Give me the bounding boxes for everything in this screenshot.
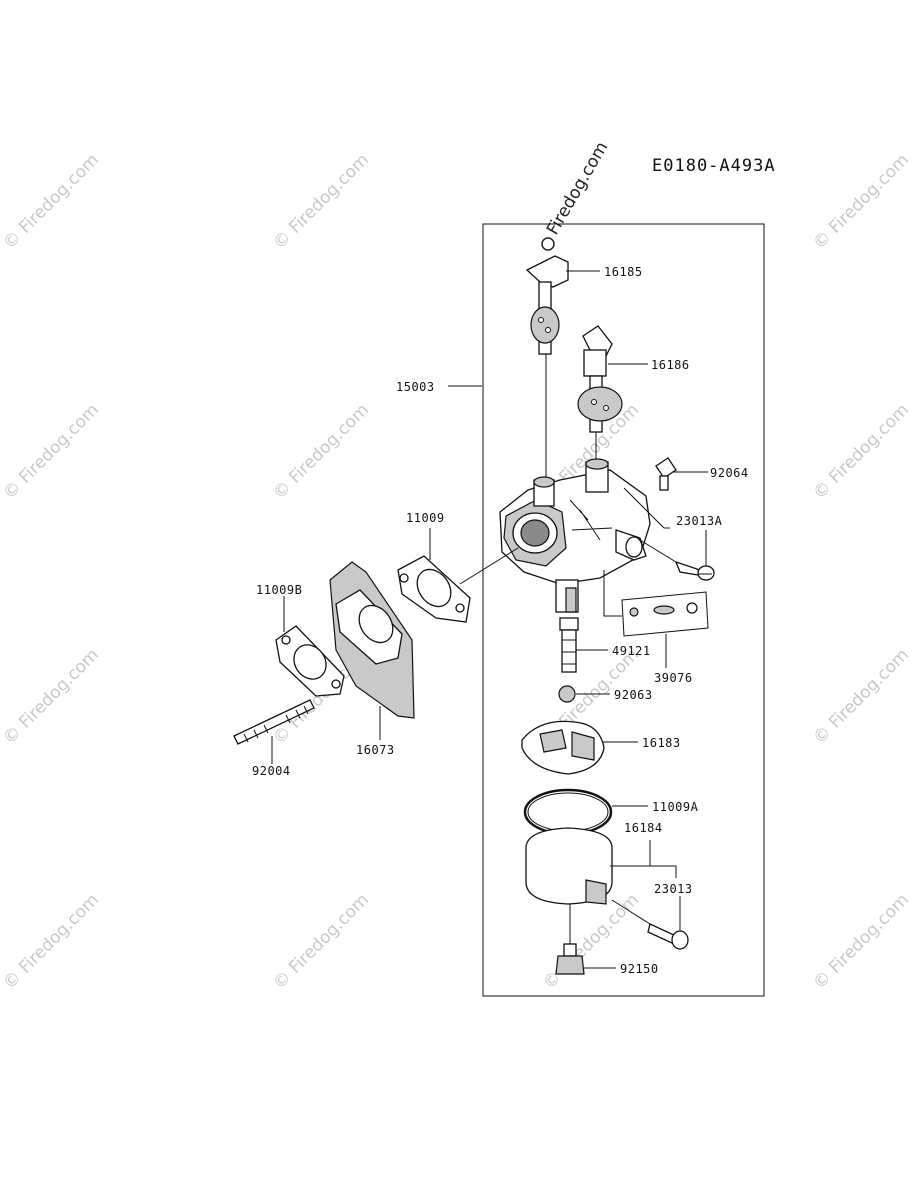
part-labels: 16185 16186 15003 92064 23013A 11009 110… [252, 265, 749, 976]
insulator-16073 [329, 561, 415, 719]
watermark: © Firedog.com [269, 890, 373, 994]
label-16184: 16184 [624, 821, 663, 835]
watermark: © Firedog.com [539, 890, 643, 994]
copyright-icon [541, 237, 555, 251]
choke-shaft-16185 [525, 255, 569, 490]
watermark: © Firedog.com [809, 400, 913, 504]
label-11009B: 11009B [256, 583, 302, 597]
watermark: © Firedog.com [809, 890, 913, 994]
label-11009: 11009 [406, 511, 445, 525]
label-49121: 49121 [612, 644, 651, 658]
screw-92064 [655, 457, 677, 491]
gasket-11009B [275, 625, 345, 697]
label-39076: 39076 [654, 671, 693, 685]
watermark: © Firedog.com [809, 645, 913, 749]
screw-23013A [639, 539, 715, 581]
float-bowl-16184 [525, 827, 613, 944]
watermark-grid: © Firedog.com © Firedog.com © Firedog.co… [0, 138, 913, 993]
jet-92063 [558, 685, 576, 703]
label-16185: 16185 [604, 265, 643, 279]
label-16183: 16183 [642, 736, 681, 750]
assembly-frame [482, 223, 765, 997]
throttle-shaft-16186 [577, 325, 623, 465]
watermark: © Firedog.com [0, 400, 103, 504]
stud-92004 [233, 699, 315, 745]
label-92063: 92063 [614, 688, 653, 702]
label-92150: 92150 [620, 962, 659, 976]
watermark: © Firedog.com [269, 400, 373, 504]
watermark: © Firedog.com [0, 890, 103, 994]
watermark: © Firedog.com [0, 645, 103, 749]
float-16183 [521, 720, 605, 775]
label-23013: 23013 [654, 882, 693, 896]
label-16073: 16073 [356, 743, 395, 757]
watermark: © Firedog.com [0, 150, 103, 254]
leader-lines [271, 270, 708, 969]
diagram-code: E0180-A493A [652, 156, 776, 176]
gasket-11009 [397, 547, 519, 623]
carburetor-body-15003 [499, 458, 651, 613]
label-15003: 15003 [396, 380, 435, 394]
label-11009A: 11009A [652, 800, 699, 814]
label-23013A: 23013A [676, 514, 723, 528]
label-92064: 92064 [710, 466, 749, 480]
watermark: © Firedog.com [269, 150, 373, 254]
emulsion-tube-49121 [559, 617, 579, 673]
watermark-dark: Firedog.com [543, 138, 612, 238]
jet-kit-39076 [603, 570, 709, 637]
watermark: © Firedog.com [809, 150, 913, 254]
screw-23013 [611, 899, 689, 950]
bolt-92150 [555, 943, 585, 975]
label-16186: 16186 [651, 358, 690, 372]
label-92004: 92004 [252, 764, 291, 778]
